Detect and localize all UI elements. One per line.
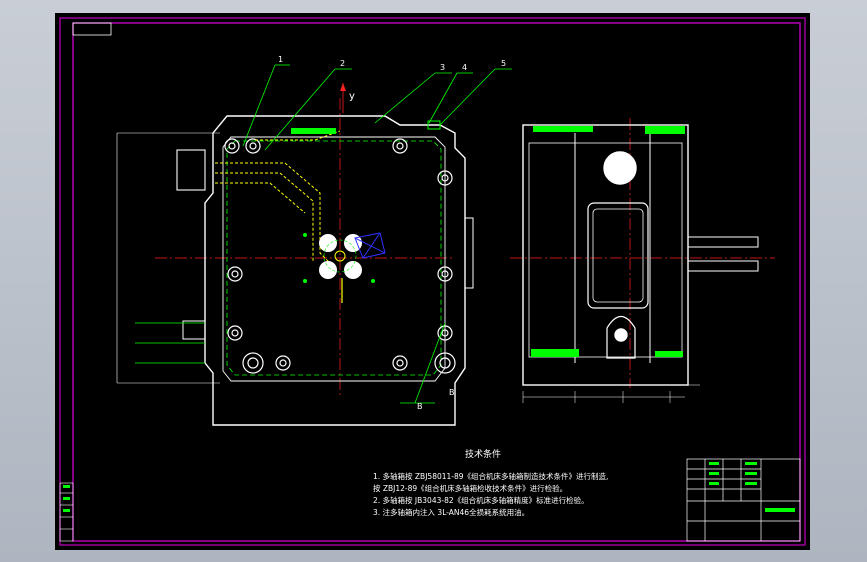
outer-border [59, 17, 806, 546]
y-axis-arrow: y [340, 83, 355, 113]
cad-drawing: y [59, 17, 806, 546]
section-mark-left: B [417, 402, 423, 411]
title-block-fills [709, 462, 795, 512]
inner-border [72, 22, 801, 542]
part-number-3: 3 [440, 63, 445, 72]
right-bracket [464, 217, 474, 289]
part-number-4: 4 [462, 63, 467, 72]
tech-req-item-1: 1. 多轴箱按 ZBJ58011-89《组合机床多轴箱制造技术条件》进行制造, [373, 471, 608, 481]
part-number-2: 2 [340, 59, 345, 68]
left-port-lower [182, 320, 206, 340]
part-number-5: 5 [501, 59, 506, 68]
side-dimensions [522, 391, 685, 403]
section-mark-right: B [449, 388, 455, 397]
gear-wheel [603, 151, 637, 185]
tech-req-item-3: 2. 多轴箱按 JB3043-82《组合机床多轴箱精度》标准进行检验。 [373, 495, 589, 505]
housing-outline [204, 115, 466, 426]
pump-housing [606, 315, 636, 359]
front-view [176, 115, 474, 426]
side-inner [528, 142, 683, 358]
bolt-holes [224, 138, 456, 374]
spindle-cluster [303, 233, 375, 303]
leader-lines [135, 64, 512, 404]
origin-marker [354, 232, 386, 259]
margin-strip-fills [63, 485, 70, 512]
margin-strip [59, 482, 74, 542]
tech-req-item-4: 3. 注多轴箱内注入 3L-AN46全损耗系统用油。 [373, 507, 529, 517]
side-window [587, 202, 649, 309]
y-axis-label: y [349, 91, 355, 102]
side-view [522, 124, 759, 386]
output-shaft-upper [687, 236, 759, 248]
hatch-areas [291, 126, 685, 357]
output-shaft-lower [687, 260, 759, 272]
title-block [686, 458, 801, 542]
drawing-sheet: y [55, 13, 810, 550]
left-port-upper [176, 149, 206, 191]
left-dimension [116, 132, 220, 384]
part-number-1: 1 [278, 55, 283, 64]
tech-req-title: 技术条件 [465, 448, 501, 460]
gasket-line [226, 140, 442, 376]
tech-req-item-2: 按 ZBJ12-89《组合机床多轴箱检收技术条件》进行检验。 [373, 483, 567, 493]
housing-inner [222, 136, 446, 382]
corner-tag [72, 22, 112, 36]
